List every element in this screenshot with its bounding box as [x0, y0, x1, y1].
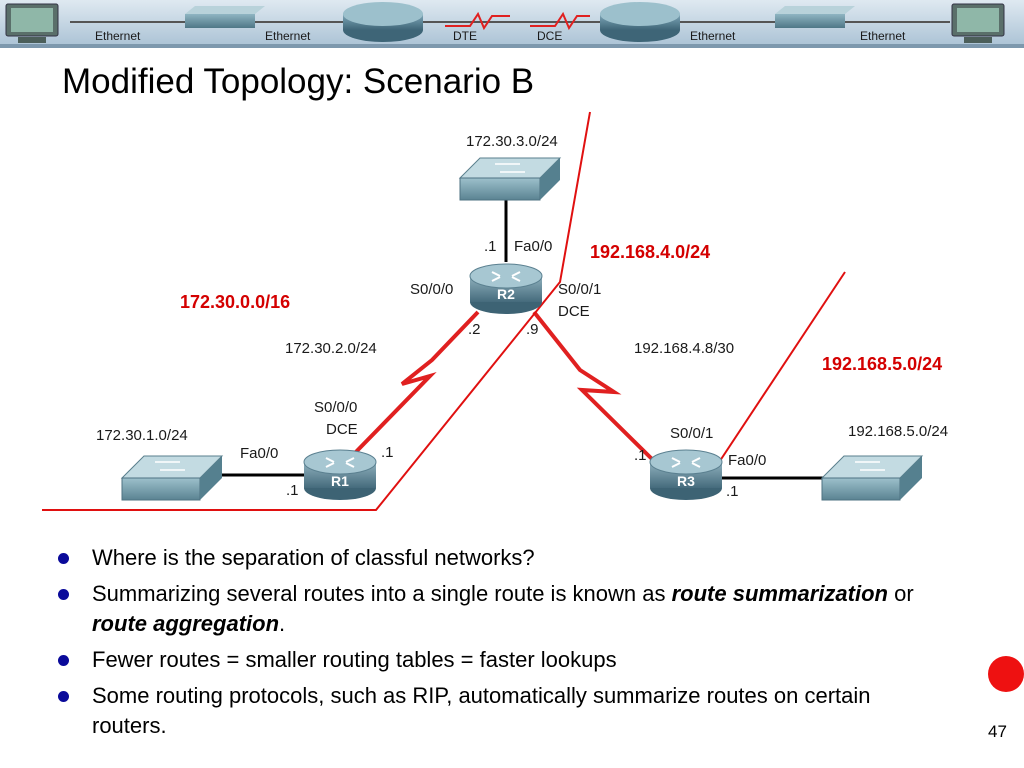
summary-boundary-left — [42, 111, 591, 511]
router-name: R3 — [677, 473, 695, 489]
bullet-text: Summarizing several routes into a single… — [92, 581, 672, 606]
serial-link-r1-r2 — [348, 310, 480, 460]
serial-link-r2-r3 — [532, 310, 657, 464]
interface-host: .2 — [468, 321, 481, 338]
router-name: R2 — [497, 286, 515, 302]
pc-icon — [5, 3, 59, 43]
interface-host: .1 — [484, 238, 497, 255]
interface-host: .1 — [726, 483, 739, 500]
summary-boundary-right — [701, 271, 846, 489]
interface-label: S0/0/1 — [670, 425, 713, 442]
interface-label: S0/0/0 — [314, 399, 357, 416]
link-network-label: 192.168.4.8/30 — [634, 340, 734, 357]
banner-label: Ethernet — [265, 29, 311, 43]
lan-label-right: 192.168.5.0/24 — [848, 423, 948, 440]
switch-icon — [185, 6, 265, 28]
bullet-dot-icon — [58, 691, 69, 702]
emphasis-term: route aggregation — [92, 611, 280, 636]
router-icon — [343, 2, 423, 42]
lan-label-left: 172.30.1.0/24 — [96, 427, 188, 444]
bullet-item: Where is the separation of classful netw… — [52, 543, 932, 573]
lan-label-top: 172.30.3.0/24 — [466, 133, 558, 150]
red-dot-icon — [988, 656, 1024, 692]
router-icon — [600, 2, 680, 42]
bullet-text: or — [887, 581, 914, 606]
summary-label-r2: 192.168.4.0/24 — [590, 242, 710, 262]
dce-label: DCE — [326, 421, 358, 438]
router-r2[interactable]: R2 — [469, 263, 543, 314]
interface-host: .9 — [526, 321, 539, 338]
router-r1[interactable]: R1 — [303, 449, 377, 500]
interface-host: .1 — [381, 444, 394, 461]
bullet-item: Summarizing several routes into a single… — [52, 579, 932, 639]
interface-label: Fa0/0 — [240, 445, 278, 462]
slide-title: Modified Topology: Scenario B — [62, 62, 535, 101]
bullet-text: Some routing protocols, such as RIP, aut… — [92, 683, 871, 738]
banner-label: Ethernet — [860, 29, 906, 43]
switch-icon — [120, 455, 224, 501]
summary-label-left: 172.30.0.0/16 — [180, 292, 290, 312]
bullet-dot-icon — [58, 589, 69, 600]
switch-icon — [458, 157, 562, 201]
bullet-list: Where is the separation of classful netw… — [52, 543, 932, 747]
summary-label-r3: 192.168.5.0/24 — [822, 354, 942, 374]
router-r3[interactable]: R3 — [649, 449, 723, 500]
bullet-text: Fewer routes = smaller routing tables = … — [92, 647, 617, 672]
interface-host: .1 — [286, 482, 299, 499]
banner-label: DTE — [453, 29, 477, 43]
switch-icon — [775, 6, 855, 28]
top-banner: Ethernet Ethernet DTE DCE Ethernet Ether… — [0, 0, 1024, 48]
topology-diagram: R2 R1 R3 172.30.3.0/24 172.30.1.0/24 192… — [42, 111, 948, 511]
router-name: R1 — [331, 473, 349, 489]
page-number: 47 — [988, 722, 1007, 741]
switch-icon — [820, 455, 924, 501]
banner-label: Ethernet — [95, 29, 141, 43]
interface-label: Fa0/0 — [728, 452, 766, 469]
bullet-item: Fewer routes = smaller routing tables = … — [52, 645, 932, 675]
link-network-label: 172.30.2.0/24 — [285, 340, 377, 357]
interface-label: S0/0/1 — [558, 281, 601, 298]
bullet-dot-icon — [58, 655, 69, 666]
interface-host: .1 — [634, 447, 647, 464]
interface-label: Fa0/0 — [514, 238, 552, 255]
bullet-dot-icon — [58, 553, 69, 564]
dce-label: DCE — [558, 303, 590, 320]
emphasis-term: route summarization — [671, 581, 888, 606]
bullet-item: Some routing protocols, such as RIP, aut… — [52, 681, 932, 741]
interface-label: S0/0/0 — [410, 281, 453, 298]
banner-label: Ethernet — [690, 29, 736, 43]
bullet-text: Where is the separation of classful netw… — [92, 545, 535, 570]
banner-label: DCE — [537, 29, 562, 43]
bullet-text: . — [279, 611, 286, 636]
pc-icon — [951, 3, 1005, 43]
